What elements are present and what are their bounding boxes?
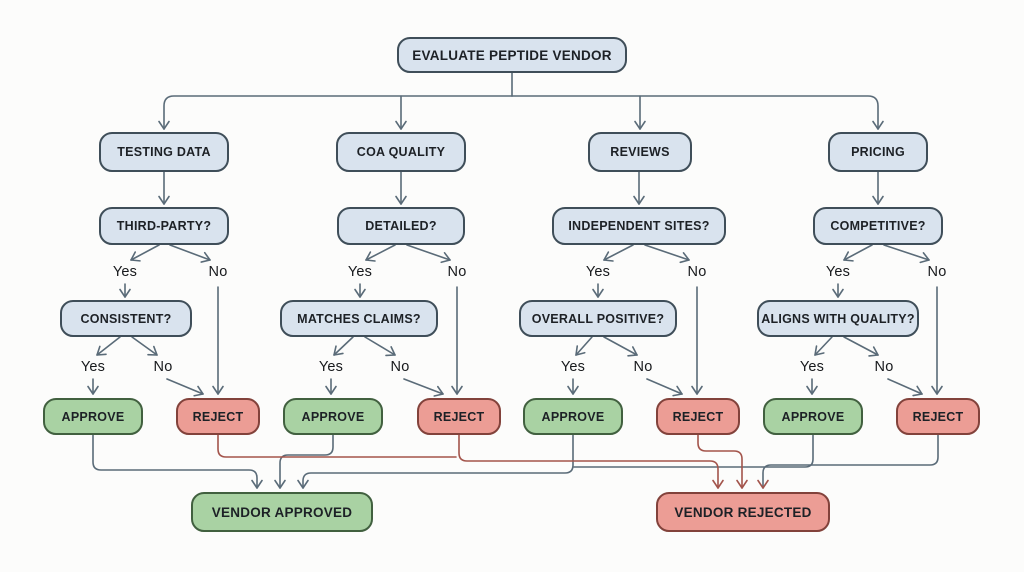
yes-label: Yes: [80, 359, 106, 375]
category-node-pricing: PRICING: [828, 132, 928, 172]
no-label: No: [687, 264, 707, 280]
yes-label: Yes: [799, 359, 825, 375]
approve-node: APPROVE: [763, 398, 863, 435]
yes-label: Yes: [347, 264, 373, 280]
vendor-rejected-node: VENDOR REJECTED: [656, 492, 830, 532]
question-node-third-party: THIRD-PARTY?: [99, 207, 229, 245]
no-label: No: [153, 359, 173, 375]
approve-node: APPROVE: [43, 398, 143, 435]
yes-label: Yes: [560, 359, 586, 375]
yes-label: Yes: [112, 264, 138, 280]
yes-label: Yes: [825, 264, 851, 280]
reject-node: REJECT: [656, 398, 740, 435]
no-label: No: [390, 359, 410, 375]
category-node-testing-data: TESTING DATA: [99, 132, 229, 172]
question-node-matches-claims: MATCHES CLAIMS?: [280, 300, 438, 337]
no-label: No: [633, 359, 653, 375]
question-node-detailed: DETAILED?: [337, 207, 465, 245]
reject-node: REJECT: [417, 398, 501, 435]
no-label: No: [927, 264, 947, 280]
question-node-consistent: CONSISTENT?: [60, 300, 192, 337]
vendor-approved-node: VENDOR APPROVED: [191, 492, 373, 532]
approve-node: APPROVE: [283, 398, 383, 435]
no-label: No: [208, 264, 228, 280]
question-node-overall-positive: OVERALL POSITIVE?: [519, 300, 677, 337]
question-node-aligns-with-quality: ALIGNS WITH QUALITY?: [757, 300, 919, 337]
question-node-independent-sites: INDEPENDENT SITES?: [552, 207, 726, 245]
category-node-coa-quality: COA QUALITY: [336, 132, 466, 172]
category-node-reviews: REVIEWS: [588, 132, 692, 172]
reject-node: REJECT: [896, 398, 980, 435]
yes-label: Yes: [585, 264, 611, 280]
no-label: No: [874, 359, 894, 375]
yes-label: Yes: [318, 359, 344, 375]
reject-node: REJECT: [176, 398, 260, 435]
approve-node: APPROVE: [523, 398, 623, 435]
root-node: EVALUATE PEPTIDE VENDOR: [397, 37, 627, 73]
no-label: No: [447, 264, 467, 280]
question-node-competitive: COMPETITIVE?: [813, 207, 943, 245]
